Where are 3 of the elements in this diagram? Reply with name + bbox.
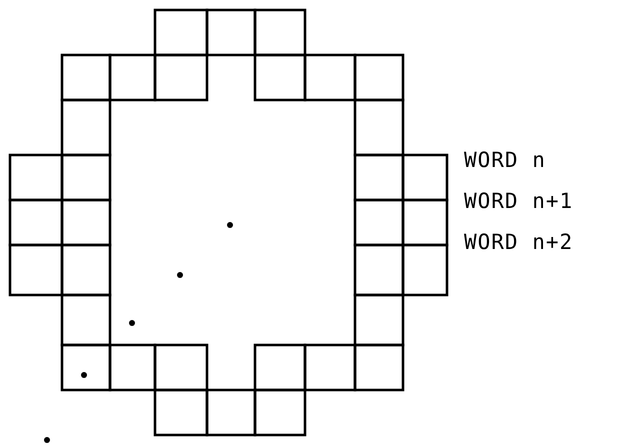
word-label: WORD n [464, 148, 546, 172]
word-label: WORD n+2 [464, 230, 574, 254]
word-label: WORD n+1 [464, 189, 574, 213]
